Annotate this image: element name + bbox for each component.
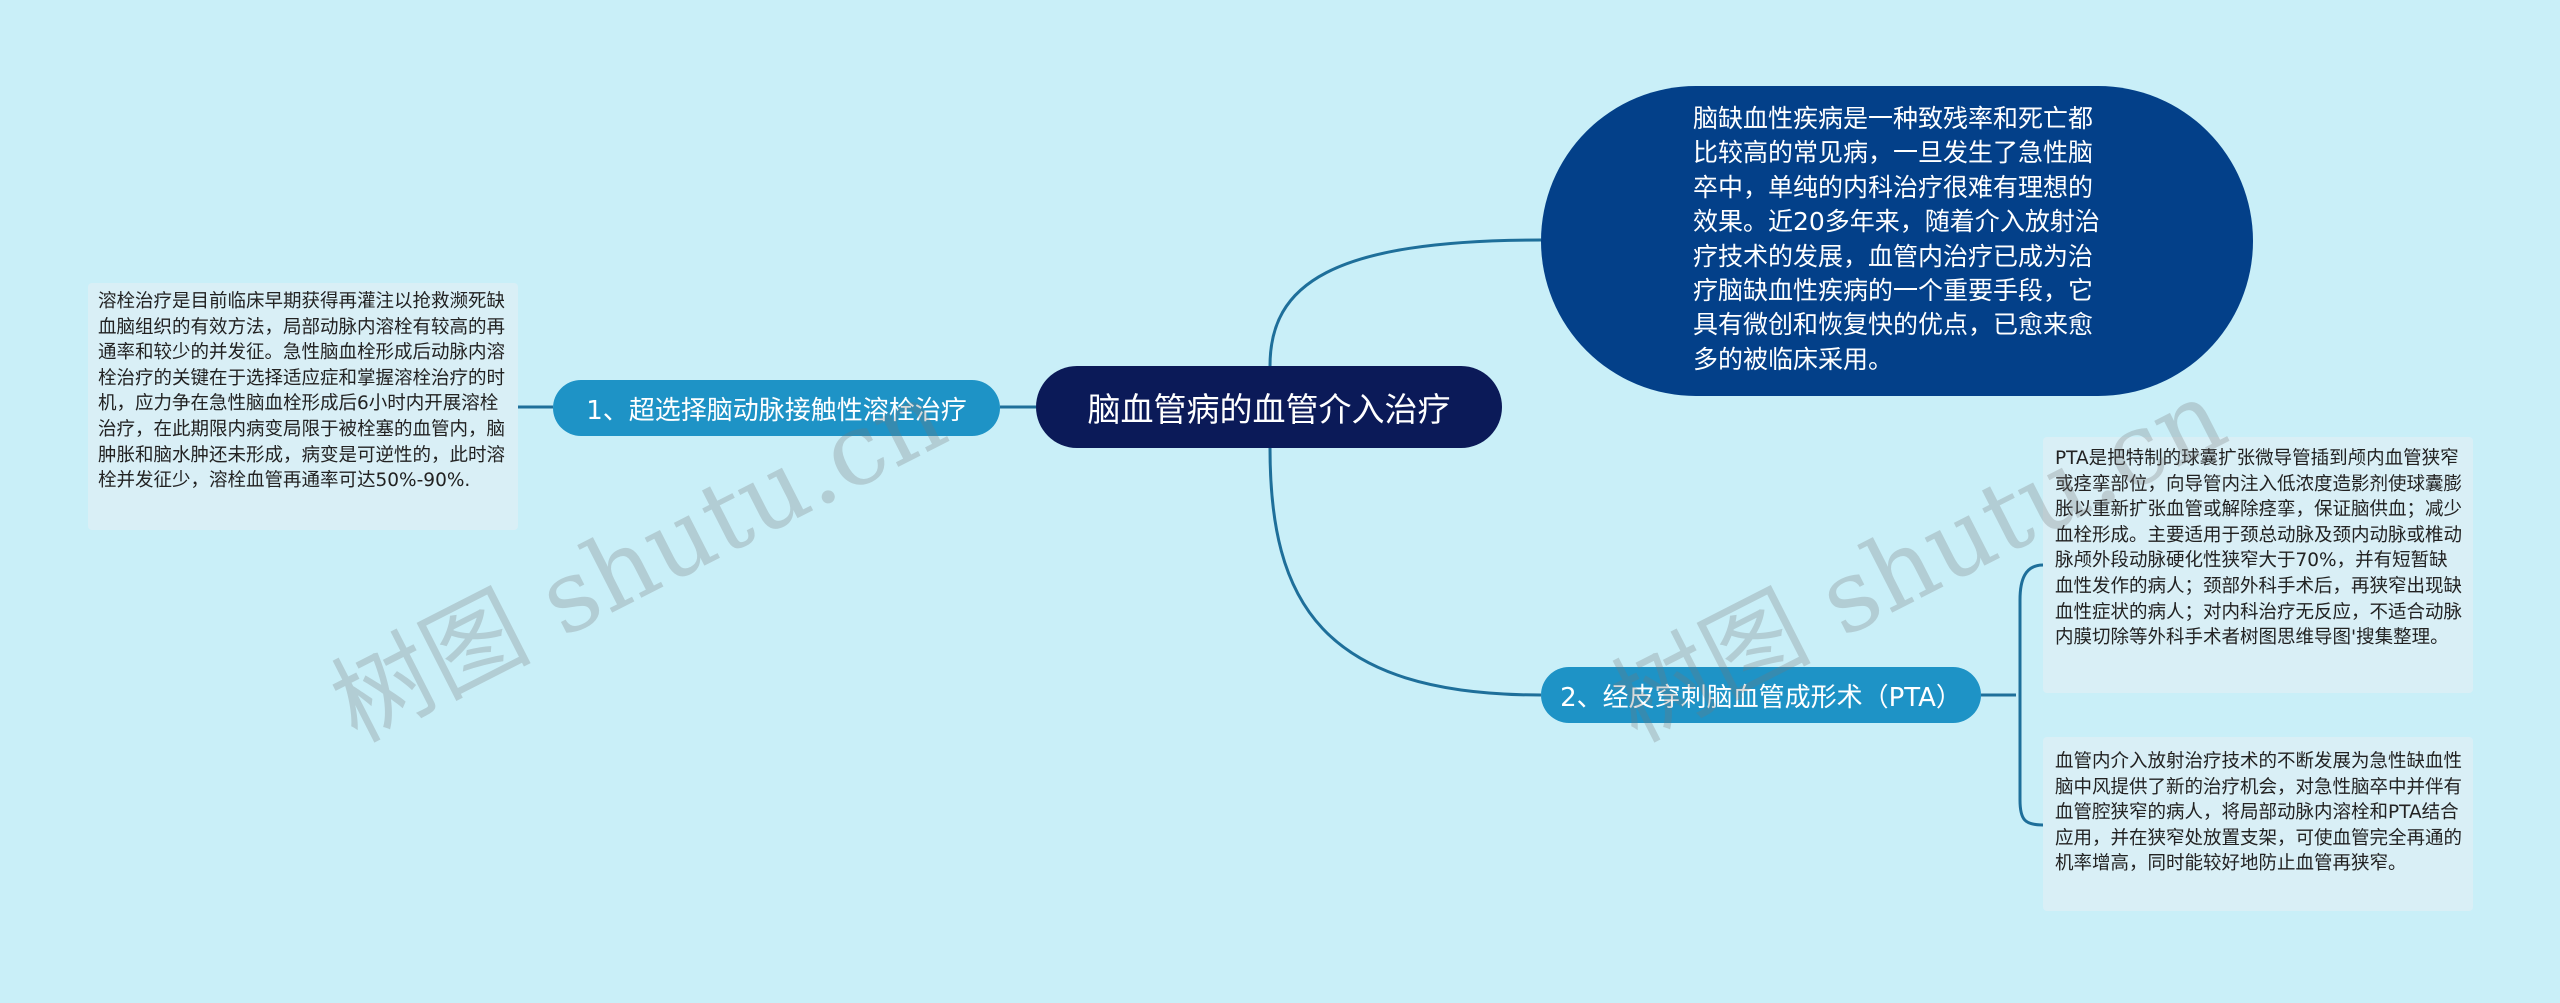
central-topic[interactable]: 脑血管病的血管介入治疗 [1036,366,1502,448]
link-central-branch2 [1268,447,1542,697]
bracket-branch2 [2018,563,2044,827]
detail-pta-indications[interactable]: PTA是把特制的球囊扩张微导管插到颅内血管狭窄或痉挛部位，向导管内注入低浓度造影… [2043,437,2473,693]
link-central-intro [1268,238,1542,367]
detail-pta-stent[interactable]: 血管内介入放射治疗技术的不断发展为急性缺血性脑中风提供了新的治疗机会，对急性脑卒… [2043,737,2473,911]
branch-pta[interactable]: 2、经皮穿刺脑血管成形术（PTA） [1541,667,1981,723]
detail-thrombolysis[interactable]: 溶栓治疗是目前临床早期获得再灌注以抢救濒死缺血脑组织的有效方法，局部动脉内溶栓有… [88,283,518,530]
intro-node[interactable]: 脑缺血性疾病是一种致残率和死亡都比较高的常见病，一旦发生了急性脑卒中，单纯的内科… [1541,86,2253,396]
branch-thrombolysis[interactable]: 1、超选择脑动脉接触性溶栓治疗 [553,380,1000,436]
